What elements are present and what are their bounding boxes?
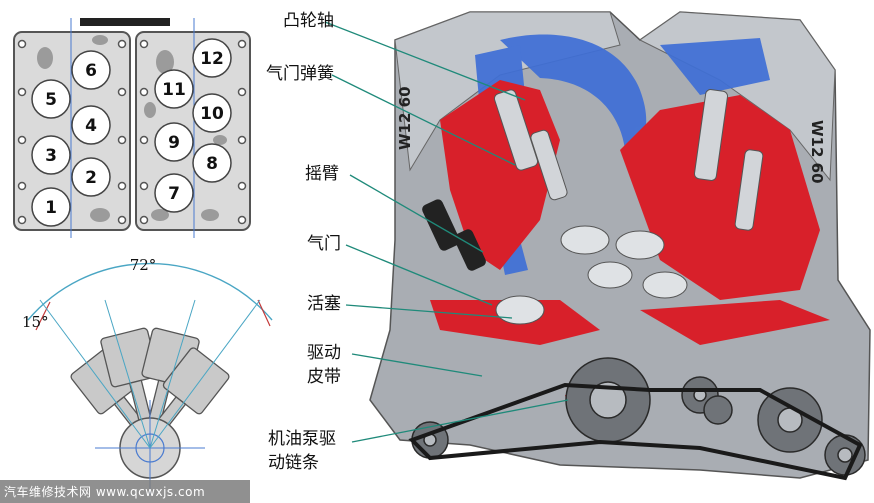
leader-valve-spring [331, 74, 516, 166]
label-piston: 活塞 [307, 294, 341, 314]
cylinder-number-9: 9 [168, 133, 180, 153]
engine-pistons [495, 225, 688, 325]
cylinder-number-5: 5 [45, 90, 57, 110]
angle-15-label: 15° [22, 313, 49, 331]
cylinder-number-1: 1 [45, 198, 57, 218]
engine-cutaway: W12 60 W12 60 [369, 11, 871, 481]
label-oil-pump-chain-2: 动链条 [268, 453, 319, 473]
cylinder-circle-2 [71, 157, 111, 197]
cylinder-number-8: 8 [206, 154, 218, 174]
leader-camshaft [324, 21, 526, 101]
bank-axes [39, 299, 261, 449]
cylinder-circle-6 [71, 50, 111, 90]
cylinder-circle-8 [192, 143, 232, 183]
cylinder-circle-1 [31, 187, 71, 227]
label-rocker-arm: 摇臂 [305, 164, 339, 184]
cylinder-circle-3 [31, 135, 71, 175]
cylinder-number-7: 7 [168, 184, 180, 204]
cylinder-number-3: 3 [45, 146, 57, 166]
label-drive-belt-1: 驱动 [307, 343, 341, 363]
valve-springs [493, 89, 764, 231]
cylinder-number-10: 10 [200, 104, 224, 124]
cylinder-circle-7 [154, 173, 194, 213]
cylinder-number-11: 11 [162, 80, 186, 100]
intake-manifold-strip [80, 18, 170, 26]
angle-arc-72 [27, 262, 273, 321]
cylinder-circle-4 [71, 105, 111, 145]
leader-valve [345, 244, 493, 306]
cylinder-circle-9 [154, 122, 194, 162]
cylinder-number-2: 2 [85, 168, 97, 188]
label-oil-pump-chain-1: 机油泵驱 [268, 429, 336, 449]
ports [37, 35, 227, 222]
leader-piston [345, 304, 513, 319]
label-valve: 气门 [307, 234, 341, 254]
leader-lines [324, 21, 569, 443]
left-bank-block [13, 31, 131, 231]
cylinder-circle-5 [31, 79, 71, 119]
cylinder-circle-12 [192, 38, 232, 78]
cylinder-number-4: 4 [85, 116, 97, 136]
cylinder-circle-11 [154, 69, 194, 109]
v-angle-schematic: 72° 15° [22, 256, 273, 495]
leader-rocker-arm [349, 174, 484, 253]
leader-oil-pump-chain [351, 399, 569, 443]
cylinder-number-6: 6 [85, 61, 97, 81]
label-drive-belt-2: 皮带 [307, 367, 341, 387]
watermark-text: 汽车维修技术网 www.qcwxjs.com [4, 485, 206, 499]
angle-72-label: 72° [130, 256, 157, 274]
cylinder-number-12: 12 [200, 49, 224, 69]
leader-drive-belt [351, 353, 483, 377]
left-engine-badge: W12 60 [396, 86, 414, 150]
drive-belt [408, 382, 863, 481]
right-engine-badge: W12 60 [808, 120, 826, 184]
watermark-band [0, 480, 250, 503]
label-valve-spring: 气门弹簧 [266, 64, 334, 84]
label-camshaft: 凸轮轴 [283, 11, 334, 31]
bolt-holes [17, 39, 247, 225]
pulleys [411, 357, 866, 476]
cylinder-circle-10 [192, 93, 232, 133]
cutaway-sections [430, 80, 830, 414]
